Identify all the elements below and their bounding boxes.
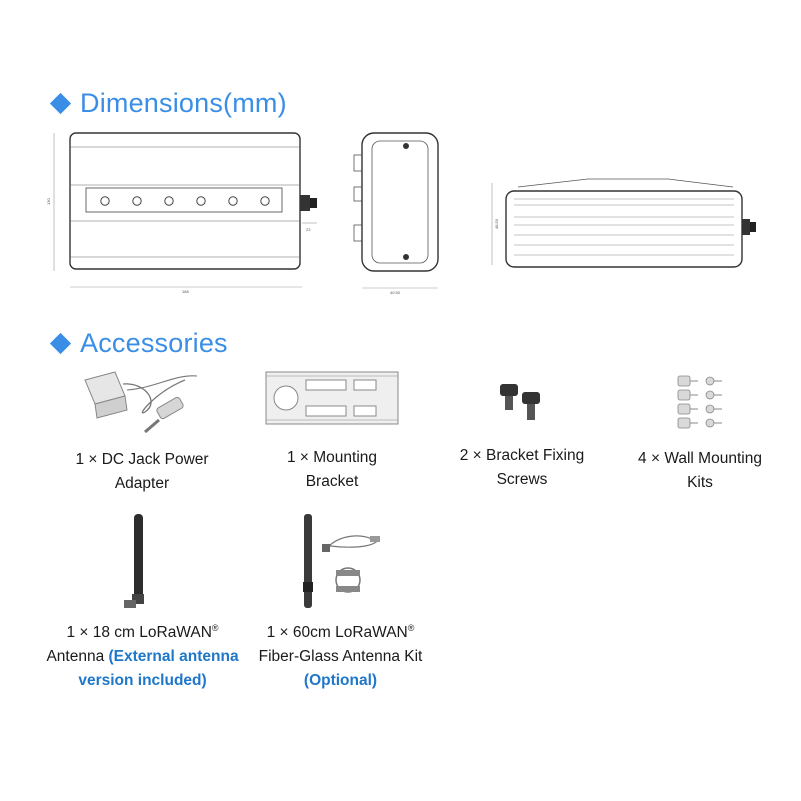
- wall-mounting-kit-image: [677, 375, 722, 429]
- antenna-18cm-image: [124, 514, 144, 608]
- accessory-line: 1 × 60cm LoRaWAN®: [228, 621, 453, 645]
- accessories-heading: Accessories: [49, 328, 228, 359]
- accessory-mounting-bracket: 1 × Mounting Bracket: [232, 446, 432, 494]
- antenna-60cm-kit-image: [303, 514, 380, 608]
- accessory-bracket-screws: 2 × Bracket Fixing Screws: [422, 444, 622, 492]
- accessory-highlight-text: (Optional): [303, 672, 378, 689]
- height-side-label: 48.50: [494, 218, 499, 229]
- front-view-drawing: 130 23 188: [46, 132, 317, 294]
- top-view-drawing: 48.50: [491, 178, 756, 268]
- registered-mark: ®: [407, 623, 415, 633]
- registered-mark: ®: [211, 623, 219, 633]
- accessory-line: 1 × DC Jack Power: [75, 451, 209, 468]
- depth-side-label: 40.50: [390, 290, 401, 295]
- accessory-line-text: Antenna: [46, 648, 109, 665]
- accessory-line: 2 × Bracket Fixing: [459, 447, 585, 464]
- height-front-label: 130: [46, 198, 51, 205]
- connector-depth-label: 23: [306, 227, 311, 232]
- accessory-line: Antenna (External antenna: [30, 645, 255, 669]
- accessory-line: Adapter: [114, 475, 170, 492]
- accessory-line: 1 × 18 cm LoRaWAN®: [30, 621, 255, 645]
- accessory-wall-mounting-kits: 4 × Wall Mounting Kits: [600, 447, 800, 495]
- side-view-drawing: 40.50: [353, 132, 439, 295]
- diamond-bullet-icon: [49, 92, 72, 115]
- bracket-screws-image: [500, 384, 540, 420]
- accessory-highlight-text: version included): [78, 672, 207, 689]
- accessory-antenna-60cm-kit: 1 × 60cm LoRaWAN® Fiber-Glass Antenna Ki…: [228, 621, 453, 693]
- diamond-bullet-icon: [49, 332, 72, 355]
- accessory-line: Fiber-Glass Antenna Kit: [258, 648, 423, 665]
- accessory-line: Screws: [496, 471, 548, 488]
- accessory-line: 4 × Wall Mounting: [638, 450, 762, 467]
- dimensions-heading: Dimensions(mm): [49, 88, 287, 119]
- accessory-line: Bracket: [305, 473, 359, 490]
- accessory-line: 1 × Mounting: [286, 449, 378, 466]
- accessory-line-text: 1 × 18 cm LoRaWAN: [66, 624, 212, 641]
- accessory-line: Kits: [687, 474, 713, 491]
- accessory-line-text: 1 × 60cm LoRaWAN: [266, 624, 408, 641]
- accessories-title: Accessories: [80, 328, 228, 358]
- accessory-antenna-18cm: 1 × 18 cm LoRaWAN® Antenna (External ant…: [30, 621, 255, 693]
- dimensions-title: Dimensions(mm): [80, 88, 287, 118]
- accessory-highlight-text: (External antenna: [108, 648, 239, 665]
- mounting-bracket-image: [265, 371, 399, 425]
- width-front-label: 188: [182, 289, 189, 294]
- accessory-power-adapter: 1 × DC Jack Power Adapter: [42, 448, 242, 496]
- power-adapter-image: [84, 371, 198, 434]
